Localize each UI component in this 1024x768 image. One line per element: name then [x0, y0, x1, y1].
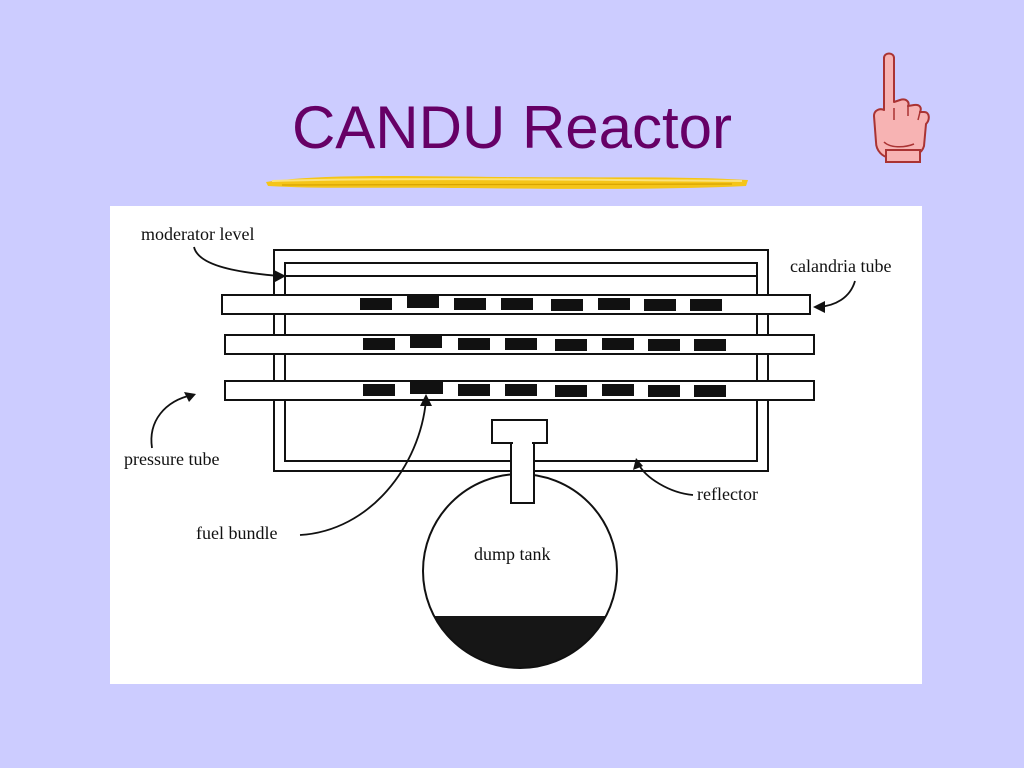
moderator-level-label: moderator level [141, 224, 254, 244]
fuel-bundle [602, 338, 634, 350]
moderator-level-arrow [193, 246, 281, 277]
fuel-bundle [690, 299, 722, 311]
fuel-bundle [501, 298, 533, 310]
title-underline-brush [266, 176, 748, 189]
fuel-bundle [644, 299, 676, 311]
reflector-arrow [637, 462, 694, 496]
fuel-bundle [505, 338, 537, 350]
reflector-arrowhead [633, 458, 643, 470]
fuel-bundle-label: fuel bundle [196, 523, 277, 543]
reflector-label: reflector [697, 484, 758, 504]
fuel-bundle [410, 382, 443, 394]
drain-pipe-cap [491, 419, 548, 444]
fuel-bundle [598, 298, 630, 310]
fuel-bundles-top-row [360, 296, 722, 311]
fuel-bundle [551, 299, 583, 311]
calandria-tube-label: calandria tube [790, 256, 891, 276]
pressure-tube-arrow [150, 394, 193, 449]
fuel-bundle [407, 296, 439, 308]
fuel-bundle [694, 385, 726, 397]
fuel-bundle [458, 384, 490, 396]
fuel-bundle [458, 338, 490, 350]
arrowheads [184, 270, 825, 470]
fuel-bundle [505, 384, 537, 396]
fuel-bundle-arrow [299, 399, 427, 536]
fuel-bundle [360, 298, 392, 310]
slide-title: CANDU Reactor [291, 94, 733, 161]
calandria-tube-arrowhead [813, 301, 825, 313]
fuel-bundles-middle-row [363, 336, 726, 351]
fuel-bundles-bottom-row [363, 382, 726, 397]
moderator-level-arrowhead [274, 270, 286, 282]
fuel-bundle [363, 338, 395, 350]
fuel-bundle [648, 339, 680, 351]
fuel-bundle [363, 384, 395, 396]
dump-tank-contents [423, 616, 617, 668]
pressure-tube-label: pressure tube [124, 449, 219, 469]
reactor-diagram: moderator level calandria tube pressure … [110, 206, 922, 684]
fuel-bundle [694, 339, 726, 351]
fuel-bundle [648, 385, 680, 397]
fuel-bundle-arrowhead [420, 394, 432, 406]
pressure-tube-arrowhead [184, 392, 196, 402]
fuel-bundle [555, 339, 587, 351]
fuel-bundle [410, 336, 442, 348]
dump-tank-label: dump tank [474, 544, 551, 564]
fuel-bundle [555, 385, 587, 397]
fuel-bundle [602, 384, 634, 396]
fuel-bundle [454, 298, 486, 310]
pointing-hand-icon [873, 52, 930, 163]
